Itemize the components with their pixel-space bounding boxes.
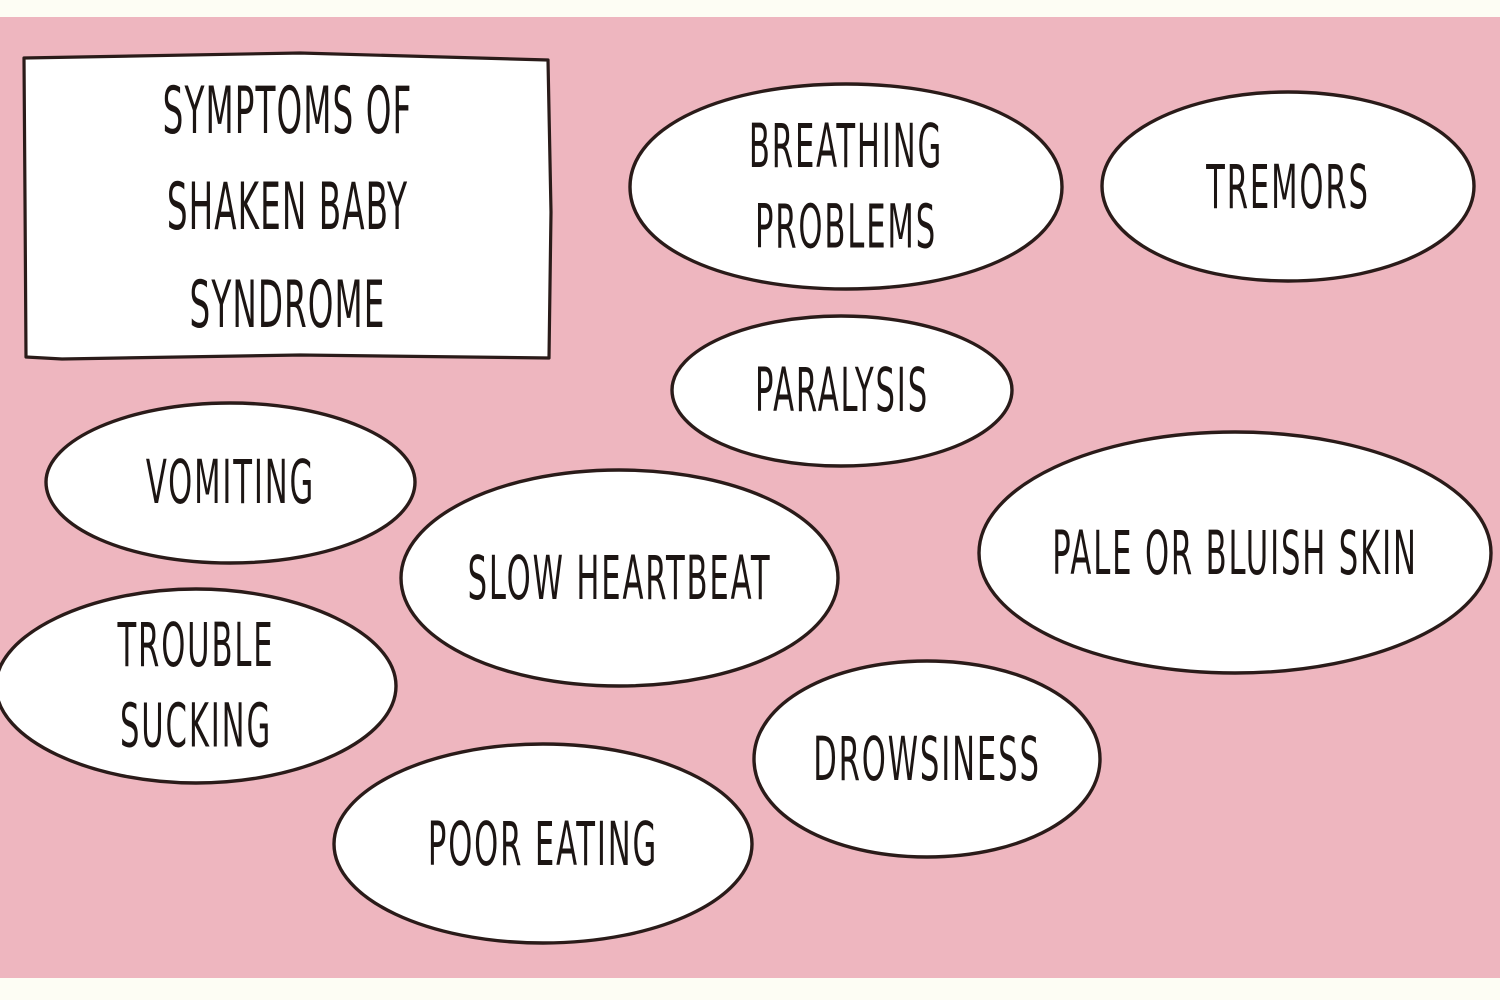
poor-eating-shape xyxy=(332,742,754,945)
trouble-sucking-shape xyxy=(0,587,398,785)
pale-or-bluish-skin-shape xyxy=(977,430,1493,675)
tremors-shape xyxy=(1100,90,1476,283)
drowsiness-shape xyxy=(752,659,1102,859)
slow-heartbeat-shape xyxy=(399,468,840,688)
breathing-problems-shape xyxy=(628,82,1064,291)
title-card-shape xyxy=(22,51,553,361)
paralysis-shape xyxy=(670,314,1014,468)
vomiting-shape xyxy=(44,401,417,565)
